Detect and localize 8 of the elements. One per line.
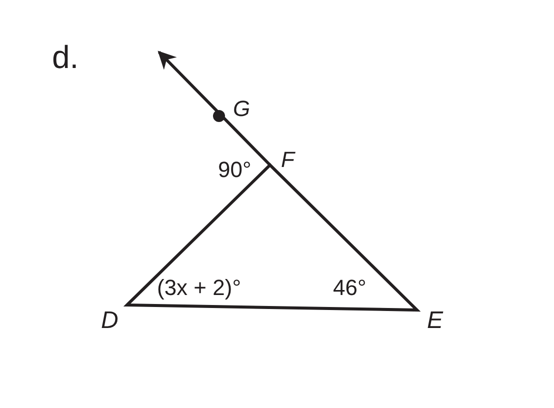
point-label: G — [233, 97, 250, 121]
point-label: F — [281, 148, 294, 172]
point-label: E — [427, 308, 444, 334]
point-label: D — [101, 308, 118, 334]
problem-letter: d. — [52, 40, 79, 74]
angle-label: 90° — [218, 158, 252, 182]
angle-label: (3x + 2)° — [157, 276, 241, 300]
angle-label: 46° — [333, 276, 366, 300]
